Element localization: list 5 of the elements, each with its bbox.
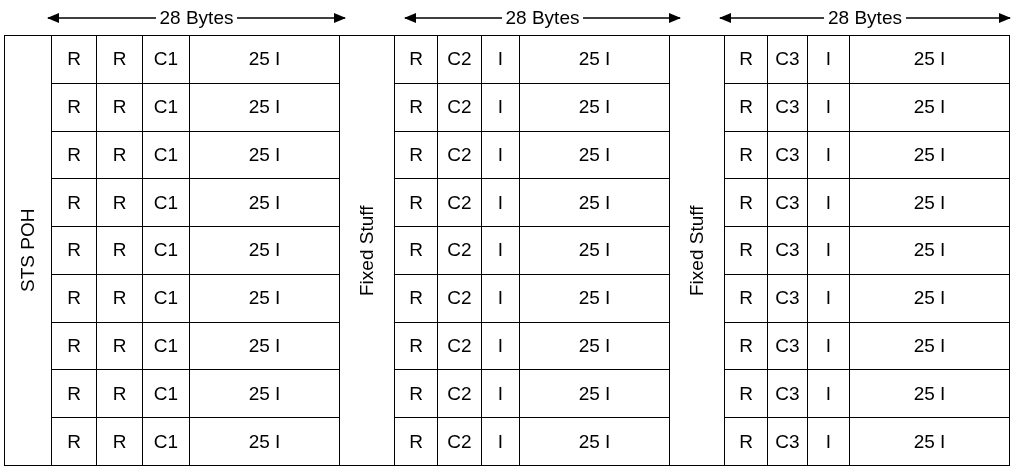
table-cell: STS POH: [4, 35, 52, 466]
table-cell: 25 I: [849, 35, 1010, 84]
table-cell: Fixed Stuff: [669, 35, 725, 466]
table-cell: Fixed Stuff: [339, 35, 395, 466]
table-cell: 25 I: [849, 417, 1010, 466]
